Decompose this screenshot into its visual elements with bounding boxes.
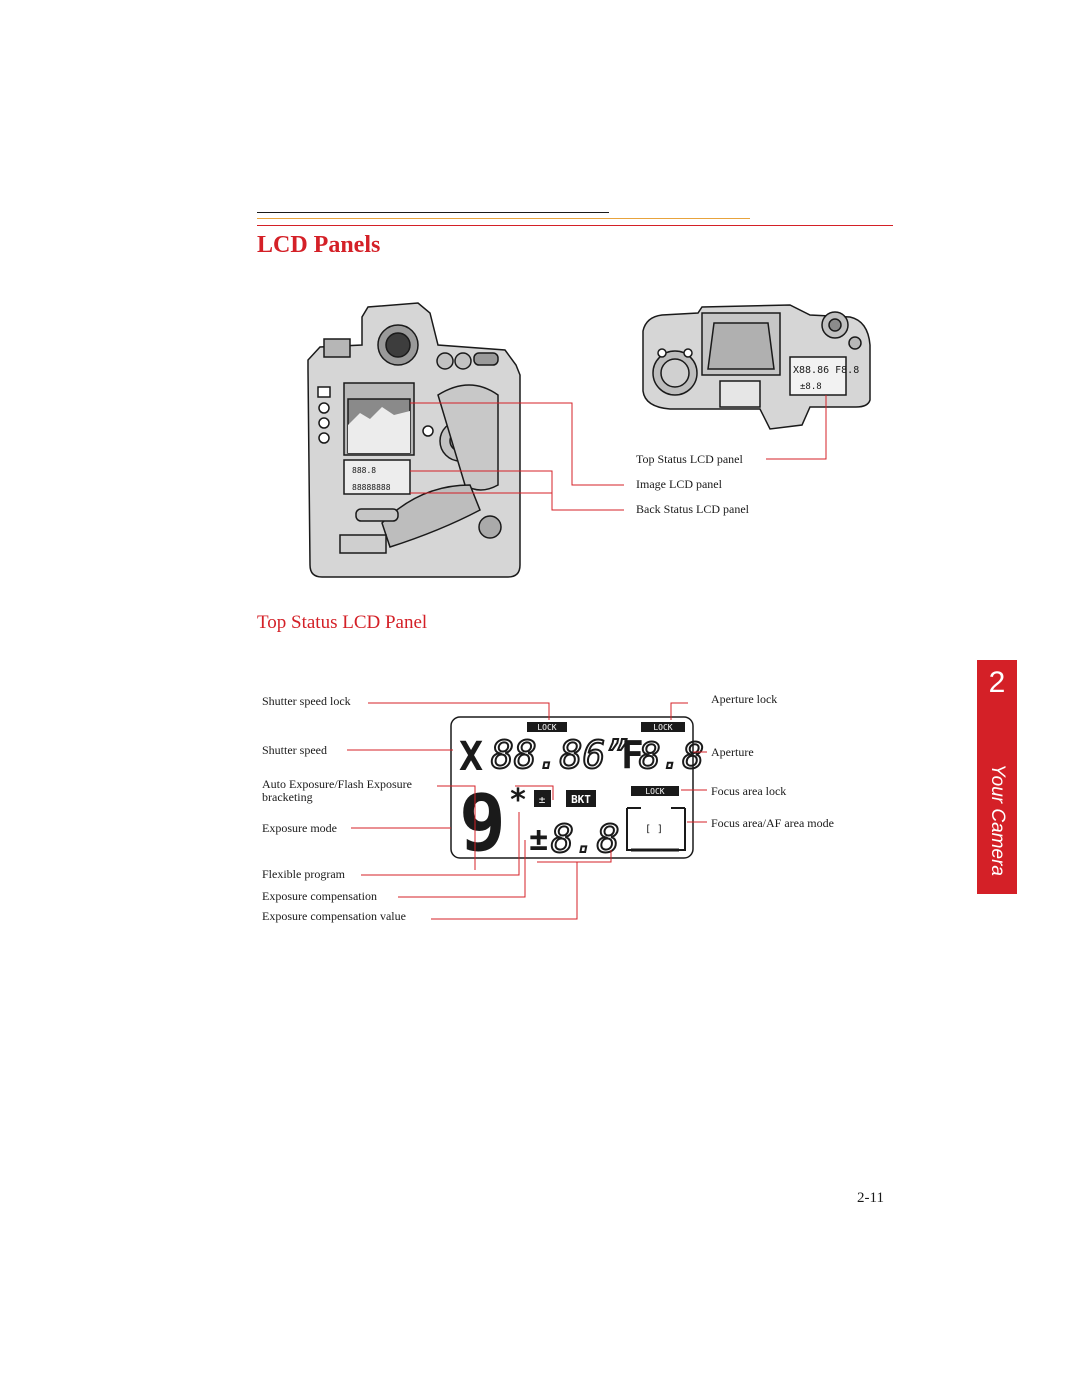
callout-focus-area-lock: Focus area lock [711, 784, 787, 798]
callout-aperture: Aperture [711, 745, 754, 759]
bkt-text: BKT [571, 793, 591, 806]
comp-digits: 8.8 [551, 817, 620, 861]
bkt-badge [566, 790, 596, 807]
shutter-lock-badge [527, 722, 567, 732]
callout-exposure-compensation: Exposure compensation [262, 889, 377, 903]
chapter-label: Your Camera [987, 764, 1008, 876]
aperture-lock-text: LOCK [653, 723, 672, 732]
back-lcd-miniature: 888.8 88888888 [352, 466, 391, 492]
svg-text:±8.8: ±8.8 [800, 382, 822, 392]
header-rule-orange [257, 218, 750, 219]
callout-flexible-program: Flexible program [262, 867, 345, 881]
mode-glyph: 9 [459, 779, 506, 869]
chapter-tab: 2 Your Camera [977, 660, 1017, 894]
aperture-lock-badge [641, 722, 685, 732]
callout-shutter-speed: Shutter speed [262, 743, 327, 757]
callout-bracketing: Auto Exposure/Flash Exposure bracketing [262, 777, 412, 804]
focus-lock-text: LOCK [645, 787, 664, 796]
lcd-leader-lines [347, 702, 707, 920]
svg-text:88888888: 88888888 [352, 483, 391, 492]
lcd-frame [450, 716, 694, 859]
header-rule-dark [257, 212, 609, 213]
comp-sign: ± [529, 820, 548, 858]
callout-focus-area-mode: Focus area/AF area mode [711, 816, 834, 830]
f-glyph: F [621, 733, 644, 777]
focus-area-bracket: [ ] [645, 824, 663, 835]
shutter-digits: 88.86” [491, 733, 628, 777]
callout-back-status-lcd: Back Status LCD panel [636, 502, 749, 516]
camera-illustration: X88.86 F8.8 ±8.8 888.8 88888888 [307, 302, 871, 578]
camera-leader-lines [410, 395, 827, 511]
focus-lock-badge [631, 786, 679, 796]
callout-aperture-lock: Aperture lock [711, 692, 778, 706]
svg-text:X88.86 F8.8: X88.86 F8.8 [793, 365, 859, 376]
camera-back-view [307, 302, 521, 578]
comp-icon-box [534, 790, 551, 807]
shutter-lock-text: LOCK [537, 723, 556, 732]
top-lcd-miniature: X88.86 F8.8 ±8.8 [793, 365, 859, 392]
callout-top-status-lcd: Top Status LCD panel [636, 452, 743, 466]
top-lcd-diagram: LOCK LOCK X 88.86” F 8.8 9 * ± BKT LOCK … [347, 702, 707, 920]
svg-text:888.8: 888.8 [352, 466, 376, 475]
x-glyph: X [459, 734, 483, 780]
callout-image-lcd: Image LCD panel [636, 477, 722, 491]
callout-shutter-speed-lock: Shutter speed lock [262, 694, 351, 708]
chapter-number: 2 [988, 666, 1006, 699]
camera-top-view [642, 304, 871, 430]
flex-glyph: * [509, 783, 527, 818]
callout-exposure-mode: Exposure mode [262, 821, 337, 835]
page-title: LCD Panels [257, 232, 381, 258]
section-subtitle: Top Status LCD Panel [257, 612, 428, 633]
callout-exposure-compensation-value: Exposure compensation value [262, 909, 406, 923]
aperture-digits: 8.8 [639, 736, 704, 777]
comp-icon-sign: ± [539, 793, 546, 806]
page-number: 2-11 [857, 1190, 884, 1206]
header-rule-red [257, 225, 893, 226]
